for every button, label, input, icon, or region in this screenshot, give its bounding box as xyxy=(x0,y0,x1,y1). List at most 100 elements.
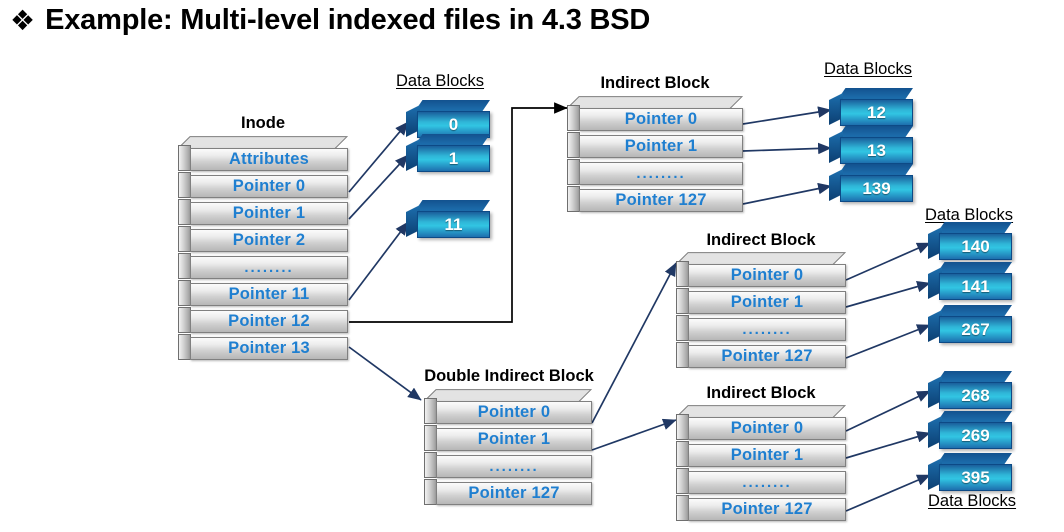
row-front-face: Pointer 1 xyxy=(579,135,743,158)
indirect-bottom-row[interactable]: ........ xyxy=(676,468,846,494)
data-block-dbl-second-block-number: 268 xyxy=(961,385,990,405)
data-block-direct-block[interactable]: 0 xyxy=(406,100,490,144)
inode-row[interactable]: Pointer 12 xyxy=(178,307,348,333)
indirect-block-bottom-rows: Pointer 0 Pointer 1........ Pointer 127 xyxy=(676,414,846,522)
row-front-face: Attributes xyxy=(190,148,348,171)
double-indirect-row-label: Pointer 0 xyxy=(477,403,551,421)
block-left-face xyxy=(928,310,942,342)
row-front-face: Pointer 0 xyxy=(688,417,846,440)
inode-row[interactable]: Pointer 0 xyxy=(178,172,348,198)
block-front-face: 269 xyxy=(939,422,1012,449)
block-front-face: 395 xyxy=(939,464,1012,491)
double-indirect-block-rows: Pointer 0 Pointer 1........ Pointer 127 xyxy=(424,398,592,506)
block-front-face: 0 xyxy=(417,111,490,138)
inode-row-label: Pointer 11 xyxy=(228,285,310,303)
indirect-bottom-row[interactable]: Pointer 1 xyxy=(676,441,846,467)
indirect-mid-row[interactable]: Pointer 1 xyxy=(676,288,846,314)
block-left-face xyxy=(928,416,942,448)
data-block-direct-block[interactable]: 1 xyxy=(406,134,490,178)
data-block-dbl-first-block[interactable]: 140 xyxy=(928,222,1012,266)
inode-row-label: Attributes xyxy=(229,150,309,168)
block-top-face xyxy=(838,126,913,137)
indirect-mid-row-label: Pointer 0 xyxy=(730,266,804,284)
data-block-direct-block[interactable]: 11 xyxy=(406,200,490,244)
data-block-indirect-block[interactable]: 139 xyxy=(829,164,913,208)
inode-row[interactable]: Pointer 1 xyxy=(178,199,348,225)
inode-row[interactable]: Attributes xyxy=(178,145,348,171)
data-block-dbl-first-block[interactable]: 267 xyxy=(928,305,1012,349)
row-front-face: ........ xyxy=(688,471,846,494)
block-front-face: 140 xyxy=(939,233,1012,260)
indirect-top-row[interactable]: ........ xyxy=(567,159,743,185)
indirect-top-row-label: Pointer 1 xyxy=(624,137,698,155)
indirect-mid-row[interactable]: ........ xyxy=(676,315,846,341)
block-left-face xyxy=(928,376,942,408)
data-blocks-dbl-second-label: Data Blocks xyxy=(928,492,1017,510)
data-block-direct-block-number: 1 xyxy=(448,148,459,168)
inode-title: Inode xyxy=(241,114,285,132)
indirect-mid-row[interactable]: Pointer 0 xyxy=(676,261,846,287)
block-top-face xyxy=(937,262,1012,273)
data-block-indirect-block[interactable]: 12 xyxy=(829,88,913,132)
block-front-face: 11 xyxy=(417,211,490,238)
row-front-face: Pointer 0 xyxy=(579,108,743,131)
row-front-face: ........ xyxy=(688,318,846,341)
row-front-face: Pointer 127 xyxy=(688,498,846,521)
row-front-face: Pointer 13 xyxy=(190,337,348,360)
row-front-face: Pointer 127 xyxy=(688,345,846,368)
row-front-face: Pointer 127 xyxy=(436,482,592,505)
block-left-face xyxy=(829,131,843,163)
data-block-dbl-second-block-number: 269 xyxy=(961,425,990,445)
double-indirect-row-label: ........ xyxy=(489,458,539,475)
row-front-face: ........ xyxy=(436,455,592,478)
inode-row-label: Pointer 1 xyxy=(232,204,306,222)
data-block-indirect-block-number: 139 xyxy=(862,178,891,198)
row-front-face: ........ xyxy=(190,256,348,279)
indirect-mid-row-label: ........ xyxy=(742,321,792,338)
block-front-face: 13 xyxy=(840,137,913,164)
row-front-face: Pointer 127 xyxy=(579,189,743,212)
indirect-mid-row[interactable]: Pointer 127 xyxy=(676,342,846,368)
bullet-icon: ❖ xyxy=(10,3,36,37)
inode-row[interactable]: Pointer 13 xyxy=(178,334,348,360)
indirect-top-row[interactable]: Pointer 1 xyxy=(567,132,743,158)
data-block-dbl-first-block-number: 141 xyxy=(961,276,990,296)
data-block-dbl-second-block[interactable]: 268 xyxy=(928,371,1012,415)
indirect-block-mid-rows: Pointer 0 Pointer 1........ Pointer 127 xyxy=(676,261,846,369)
data-block-dbl-second-block-number: 395 xyxy=(961,467,990,487)
indirect-bottom-row[interactable]: Pointer 127 xyxy=(676,495,846,521)
data-blocks-indirect-label: Data Blocks xyxy=(824,60,913,78)
data-block-dbl-second-block[interactable]: 395 xyxy=(928,453,1012,497)
data-block-indirect-block-number: 13 xyxy=(867,140,886,160)
data-block-indirect-block[interactable]: 13 xyxy=(829,126,913,170)
double-indirect-block-title: Double Indirect Block xyxy=(424,367,594,385)
data-block-direct-block-number: 0 xyxy=(448,114,459,134)
data-blocks-dbl-first-label: Data Blocks xyxy=(925,206,1014,224)
indirect-bottom-row-label: Pointer 0 xyxy=(730,419,804,437)
data-block-dbl-second-block[interactable]: 269 xyxy=(928,411,1012,455)
inode-row-label: Pointer 12 xyxy=(228,312,310,330)
inode-row[interactable]: ........ xyxy=(178,253,348,279)
indirect-bottom-row[interactable]: Pointer 0 xyxy=(676,414,846,440)
indirect-mid-row-label: Pointer 1 xyxy=(730,293,804,311)
indirect-top-row[interactable]: Pointer 127 xyxy=(567,186,743,212)
row-front-face: Pointer 0 xyxy=(436,401,592,424)
double-indirect-row[interactable]: Pointer 0 xyxy=(424,398,592,424)
inode-row-label: Pointer 0 xyxy=(232,177,306,195)
double-indirect-row[interactable]: ........ xyxy=(424,452,592,478)
block-left-face xyxy=(406,105,420,137)
data-block-dbl-first-block[interactable]: 141 xyxy=(928,262,1012,306)
row-front-face: Pointer 12 xyxy=(190,310,348,333)
double-indirect-row[interactable]: Pointer 127 xyxy=(424,479,592,505)
inode-row[interactable]: Pointer 11 xyxy=(178,280,348,306)
block-left-face xyxy=(406,139,420,171)
indirect-top-row[interactable]: Pointer 0 xyxy=(567,105,743,131)
double-indirect-row[interactable]: Pointer 1 xyxy=(424,425,592,451)
indirect-block-top-rows: Pointer 0 Pointer 1........ Pointer 127 xyxy=(567,105,743,213)
inode-row[interactable]: Pointer 2 xyxy=(178,226,348,252)
block-front-face: 267 xyxy=(939,316,1012,343)
page-title: Example: Multi-level indexed files in 4.… xyxy=(45,4,651,36)
indirect-mid-row-label: Pointer 127 xyxy=(721,347,813,365)
block-top-face xyxy=(937,411,1012,422)
row-front-face: Pointer 1 xyxy=(688,444,846,467)
